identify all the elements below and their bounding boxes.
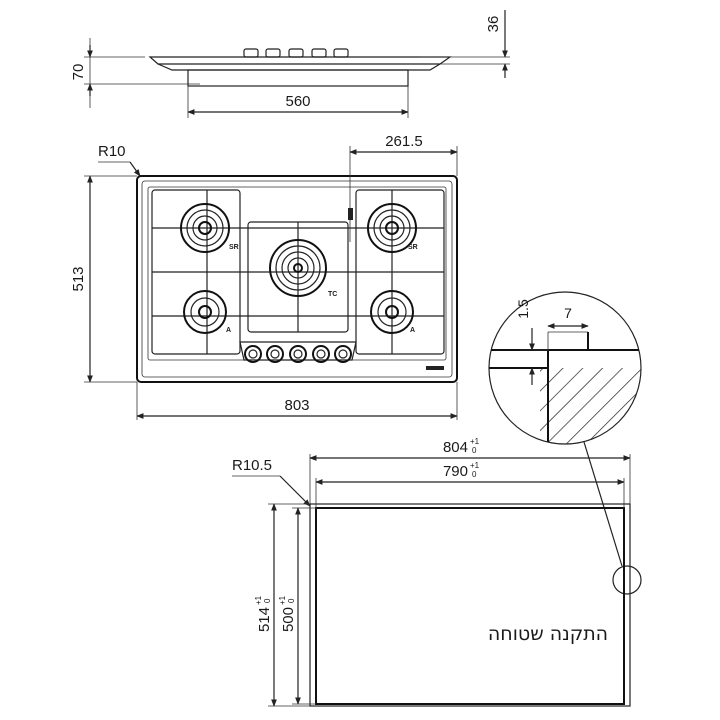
- top-corner-radius-label: R10: [98, 143, 126, 160]
- cutout-inner-width-tol-plus: +1: [470, 461, 480, 470]
- cutout-outer-width: 804 +1 0: [443, 437, 480, 456]
- cutout-outer-width-value: 804: [443, 439, 468, 456]
- burner-rear-left: SR: [180, 203, 239, 253]
- side-view: 70 560 36: [70, 10, 510, 118]
- cutout-inner-depth-tol-minus: 0: [287, 598, 296, 603]
- cutout-inner-width: 790 +1 0: [443, 461, 480, 480]
- side-cutout-width-label: 560: [285, 93, 310, 110]
- brand-logo: [426, 366, 444, 370]
- top-view: R10 SR: [70, 133, 458, 420]
- cutout-corner-radius-label: R10.5: [232, 457, 272, 474]
- cutout-view: R10.5 804 +1 0 790 +1 0: [232, 437, 631, 707]
- cutout-outer-width-tol-plus: +1: [470, 437, 480, 446]
- cutout-inner-width-value: 790: [443, 463, 468, 480]
- control-knobs: [244, 345, 352, 363]
- side-height-label: 70: [70, 64, 87, 81]
- cutout-outer-depth: 514 +1 0: [254, 595, 273, 632]
- burner-label: TC: [328, 291, 337, 298]
- cutout-outer-depth-tol-plus: +1: [254, 595, 263, 605]
- burner-rear-right: SR: [367, 203, 418, 253]
- installation-type-label: התקנה שטוחה: [488, 623, 608, 645]
- top-offset-label: 261.5: [385, 133, 423, 150]
- gas-inlet-marker: [348, 208, 353, 220]
- cutout-inner-depth-tol-plus: +1: [278, 595, 287, 605]
- burner-center-triple: TC: [269, 239, 337, 298]
- cutout-inner-depth-value: 500: [280, 607, 297, 632]
- burner-front-left: A: [183, 290, 231, 334]
- top-depth-label: 513: [70, 266, 87, 291]
- top-width-label: 803: [284, 397, 309, 414]
- burner-label: A: [410, 327, 415, 334]
- burner-label: A: [226, 327, 231, 334]
- burner-label: SR: [229, 244, 239, 251]
- burner-front-right: A: [370, 290, 415, 334]
- cutout-outer-depth-tol-minus: 0: [263, 598, 272, 603]
- detail-width-label: 7: [564, 305, 572, 321]
- cutout-outer-width-tol-minus: 0: [472, 446, 477, 455]
- side-top-thickness-label: 36: [485, 16, 502, 33]
- cutout-outer-depth-value: 514: [256, 607, 273, 632]
- cutout-inner-width-tol-minus: 0: [472, 470, 477, 479]
- burner-label: SR: [408, 244, 418, 251]
- detail-depth-label: 1.5: [515, 299, 531, 319]
- detail-view: 1.5 7: [488, 291, 642, 595]
- cutout-inner-depth: 500 +1 0: [278, 595, 297, 632]
- side-knobs: [243, 48, 349, 58]
